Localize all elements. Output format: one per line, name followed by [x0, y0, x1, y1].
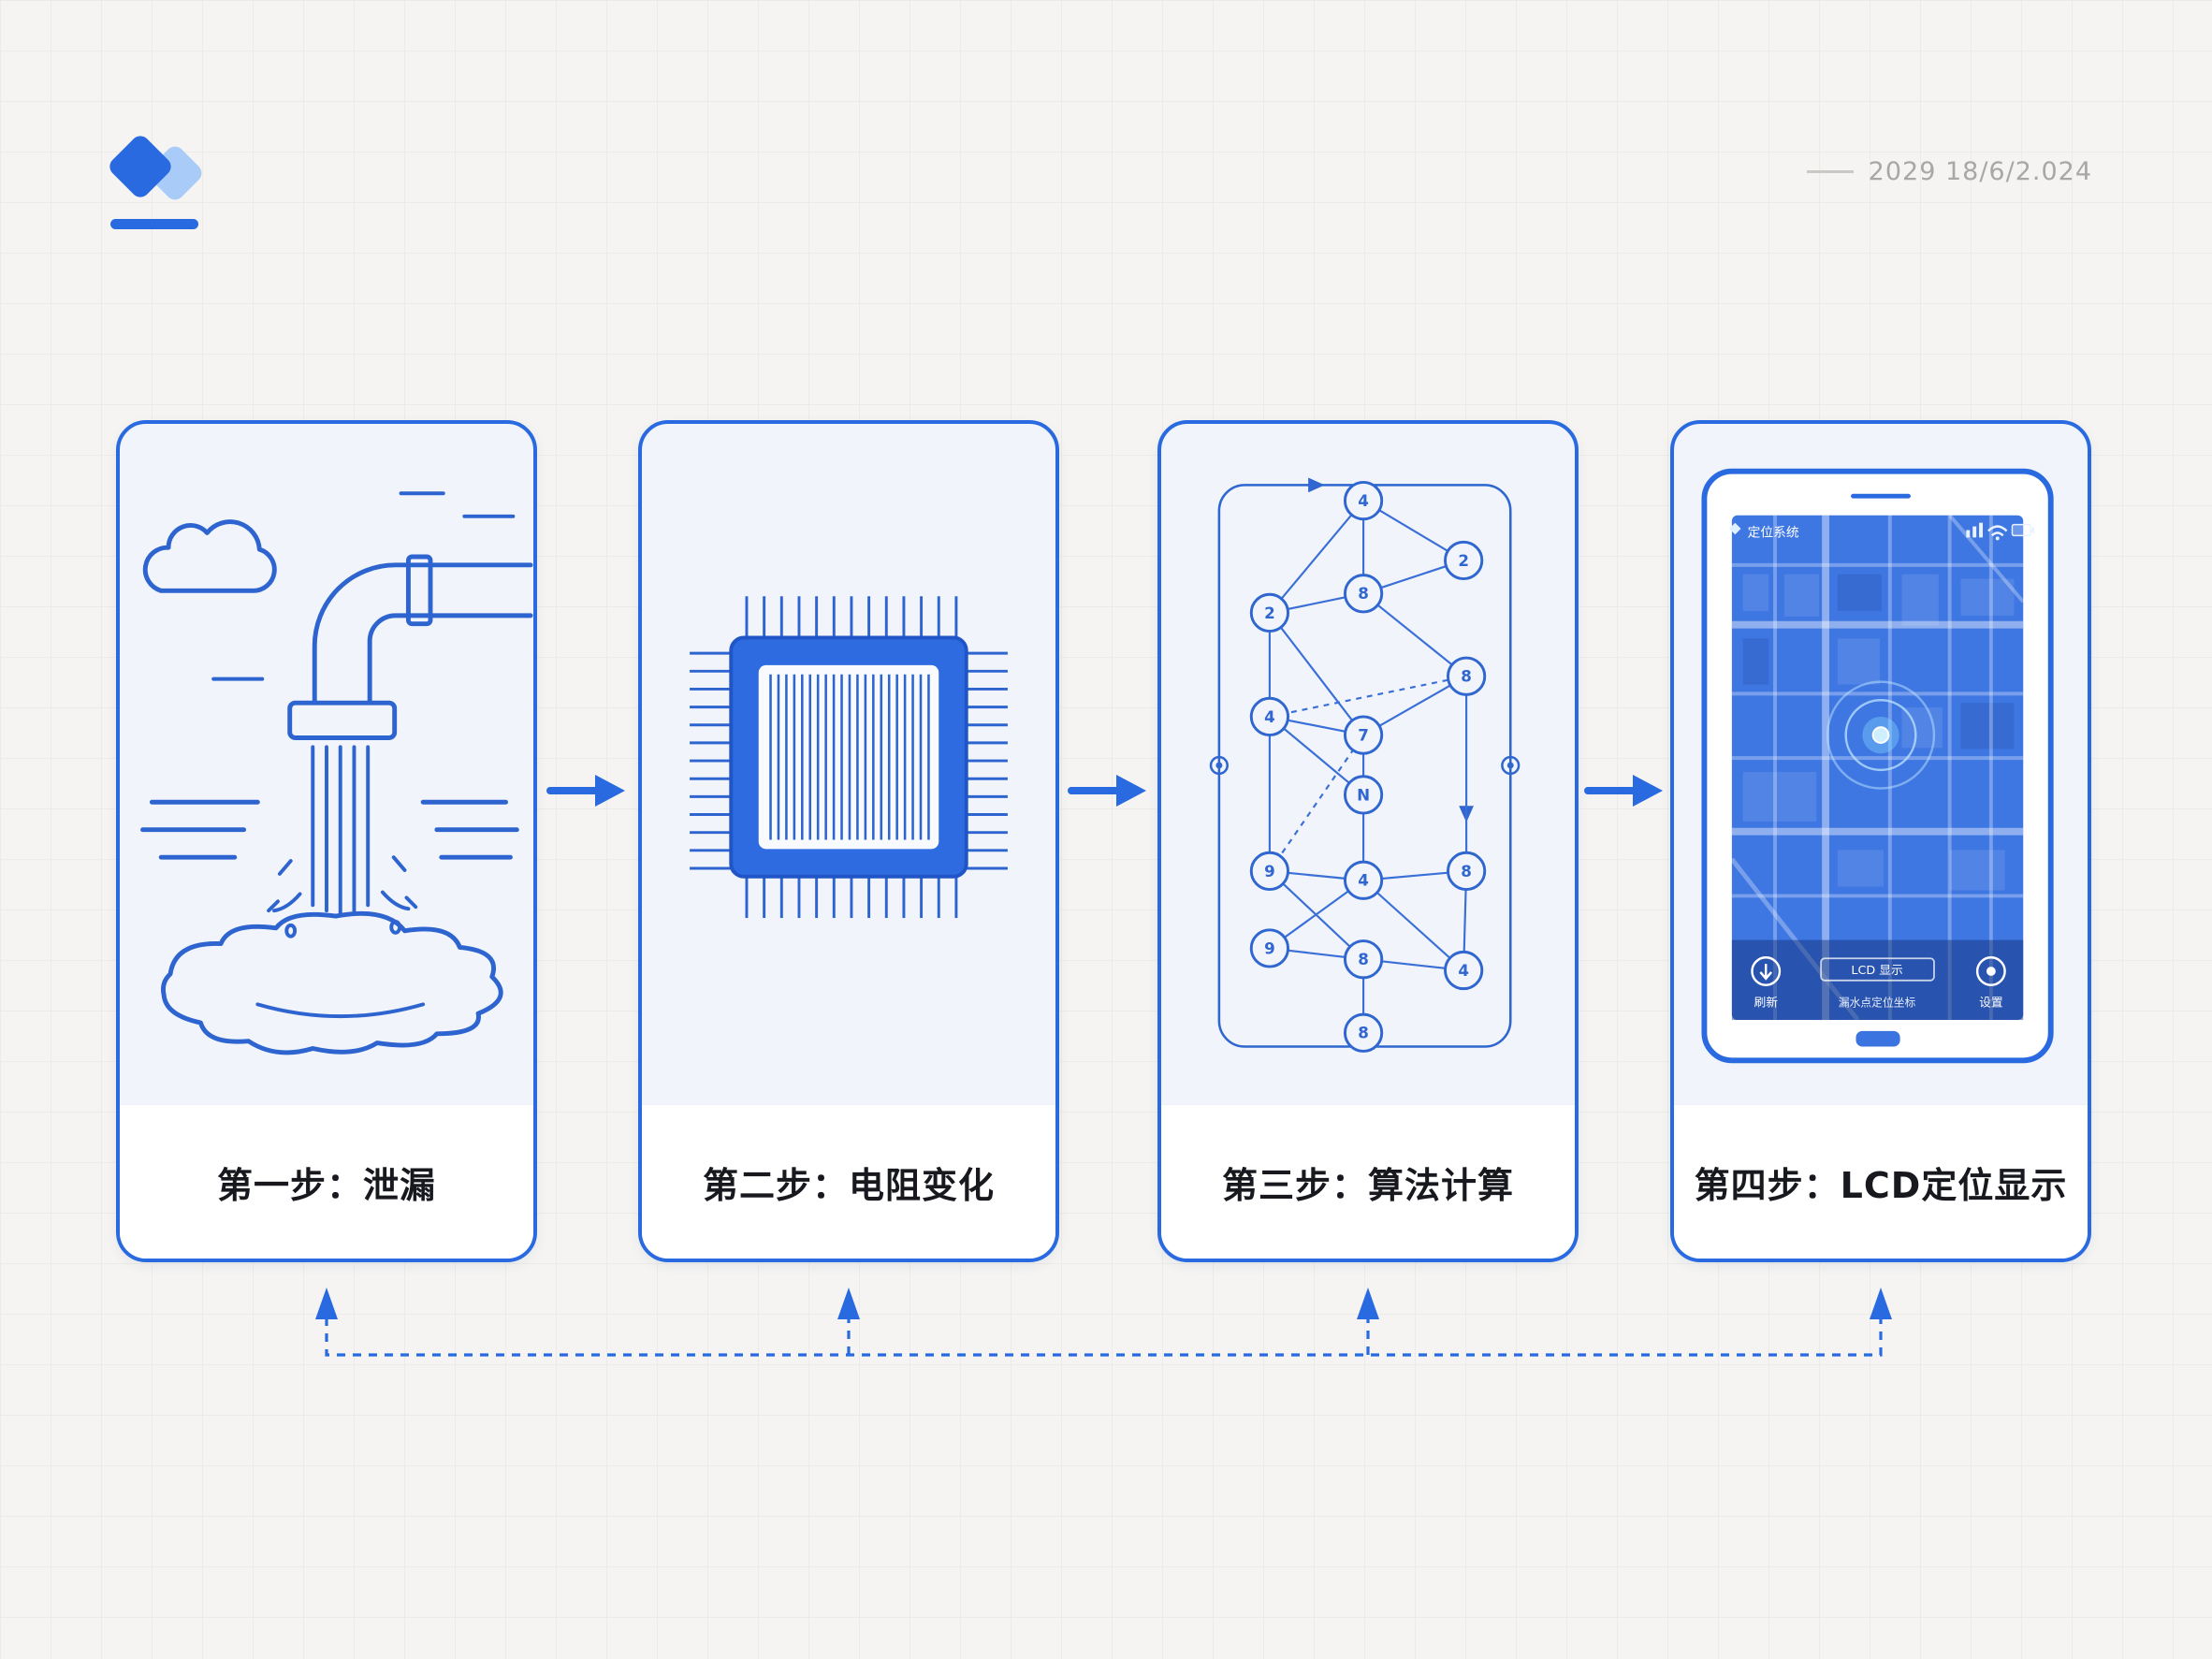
map-streets — [1729, 514, 2025, 1022]
step-card-leak: 第一步：泄漏 — [116, 420, 537, 1262]
header-date: 2029 18/6/2.024 — [1806, 157, 2092, 186]
puddle — [161, 910, 503, 1055]
graph-nodes: 4 2 8 2 8 4 7N 9 4 8 9 8 4 8 — [1249, 480, 1487, 1053]
svg-text:4: 4 — [1458, 962, 1469, 980]
svg-text:8: 8 — [1358, 585, 1369, 603]
pipe-icon — [312, 562, 533, 706]
battery-icon — [2011, 523, 2035, 537]
svg-text:8: 8 — [1461, 668, 1472, 686]
chip-illustration-area — [642, 424, 1055, 1104]
svg-text:7: 7 — [1358, 726, 1369, 744]
pipe-flange — [287, 700, 398, 740]
svg-text:4: 4 — [1264, 708, 1275, 726]
date-text: 2029 18/6/2.024 — [1868, 157, 2092, 186]
signal-icon — [1966, 522, 1984, 538]
chip-stripes — [769, 674, 930, 840]
svg-text:8: 8 — [1461, 863, 1472, 880]
phone-home-button — [1855, 1030, 1900, 1047]
flow-arrow-2-icon — [1068, 775, 1146, 807]
settings-button-icon — [1975, 956, 2006, 986]
algorithm-graph-illustration: 4 2 8 2 8 4 7N 9 4 8 9 8 4 8 — [1209, 477, 1521, 1053]
leak-illustration-area — [120, 424, 533, 1104]
phone-status-bar: 定位系统 — [1729, 522, 2035, 541]
bottom-center-label: 漏水点定位坐标 — [1839, 996, 1916, 1009]
location-radar-icon — [1826, 680, 1936, 790]
refresh-button-icon — [1751, 956, 1782, 986]
flow-arrow-1-icon — [546, 775, 625, 807]
pipe-leak-illustration — [140, 491, 533, 1055]
svg-text:9: 9 — [1264, 863, 1275, 880]
logo — [106, 131, 260, 243]
wifi-icon — [1987, 525, 2008, 541]
svg-text:N: N — [1357, 786, 1370, 804]
phone-screen: 定位系统 — [1729, 514, 2035, 1022]
date-dash — [1806, 170, 1854, 173]
svg-text:4: 4 — [1358, 872, 1369, 890]
logo-underline — [110, 219, 198, 229]
lcd-readout-text: LCD 显示 — [1851, 964, 1902, 978]
svg-text:2: 2 — [1458, 552, 1469, 570]
step-label-1: 第一步：泄漏 — [120, 1104, 533, 1259]
lcd-readout-box — [1820, 957, 1935, 982]
step-label-4: 第四步：LCD定位显示 — [1674, 1104, 2088, 1259]
cloud-icon — [142, 519, 277, 593]
phone-bottom-bar: 刷新 LCD 显示 漏水点定位坐标 设置 — [1731, 939, 2024, 1021]
step-label-2: 第二步：电阻变化 — [642, 1104, 1055, 1259]
flow-arrow-3-icon — [1584, 775, 1663, 807]
step-card-lcd: 定位系统 — [1670, 420, 2091, 1262]
water-stream — [311, 745, 371, 917]
step-card-resistance: 第二步：电阻变化 — [638, 420, 1059, 1262]
svg-text:4: 4 — [1358, 492, 1369, 510]
frame-port-right — [1501, 755, 1521, 776]
svg-text:9: 9 — [1264, 939, 1275, 957]
bottom-left-label: 刷新 — [1754, 995, 1778, 1010]
bottom-right-label: 设置 — [1979, 996, 2003, 1010]
status-left-text: 定位系统 — [1748, 525, 1799, 540]
water-lines — [140, 799, 519, 860]
svg-text:8: 8 — [1358, 1025, 1369, 1042]
step-label-3: 第三步：算法计算 — [1161, 1104, 1575, 1259]
svg-text:8: 8 — [1358, 951, 1369, 968]
map-blocks — [1742, 574, 2015, 891]
phone-illustration: 定位系统 — [1701, 468, 2054, 1064]
chip-pins — [690, 596, 1008, 919]
frame-port-left — [1209, 755, 1229, 776]
svg-text:2: 2 — [1264, 604, 1275, 622]
chip-illustration — [690, 596, 1008, 919]
phone-illustration-area: 定位系统 — [1674, 424, 2088, 1104]
frame-arrow-right-icon — [1308, 477, 1325, 493]
